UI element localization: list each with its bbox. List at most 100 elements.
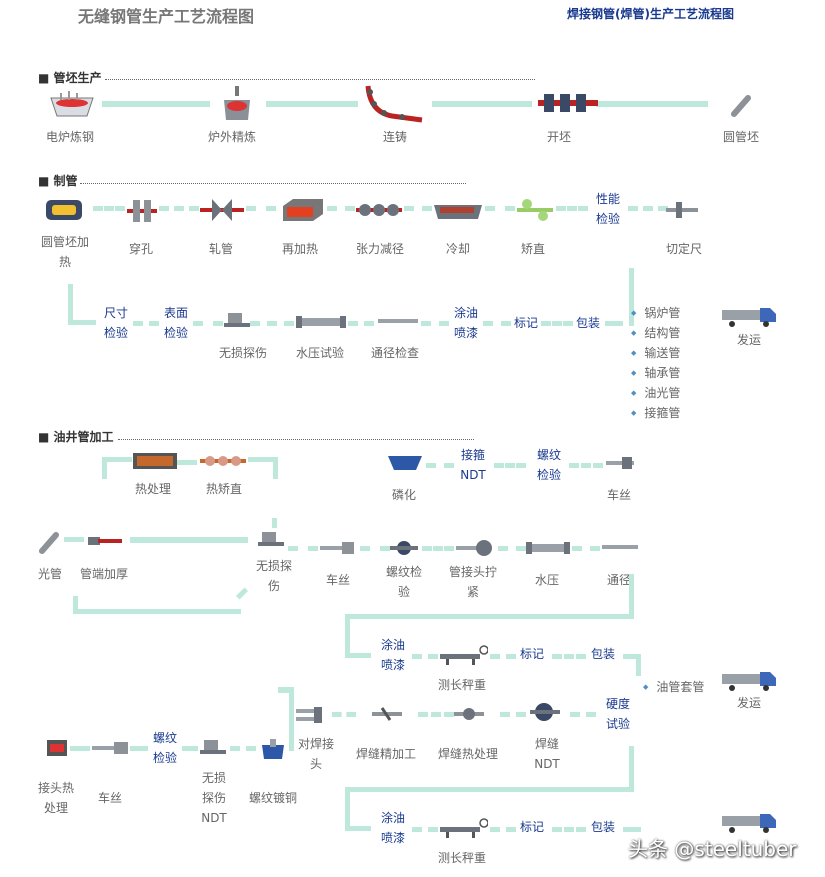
flow-pipe	[556, 206, 588, 211]
flow-pipe	[629, 746, 634, 792]
step-label: 再加热	[282, 242, 319, 256]
flow-pipe	[628, 206, 668, 211]
hydro-test-icon	[296, 316, 346, 328]
inspection-label: 螺纹检验	[152, 731, 177, 765]
flow-pipe	[422, 546, 454, 551]
flow-pipe	[490, 654, 516, 659]
inspection-label: 标记	[520, 820, 545, 834]
step-label: 管接头拧紧	[448, 565, 497, 599]
step-label: 无损探伤	[219, 346, 268, 360]
weld-ndt-icon	[530, 703, 560, 721]
flow-pipe	[421, 321, 449, 326]
plain-pipe-icon	[39, 532, 59, 554]
flow-pipe	[130, 746, 148, 751]
flow-pipe	[552, 827, 586, 832]
product-item: 油光管	[631, 383, 680, 403]
butt-welded-joint-icon	[296, 707, 322, 723]
section-billet-heading: ■ 管坯生产	[38, 71, 102, 85]
flow-pipe	[272, 518, 277, 528]
threading-icon	[92, 742, 128, 754]
section-oil-heading: ■ 油井管加工	[38, 430, 114, 444]
flow-pipe	[236, 587, 249, 600]
flow-pipe	[345, 826, 371, 831]
flow-pipe	[250, 321, 294, 326]
step-label: 焊缝NDT	[534, 737, 560, 771]
flow-pipe	[102, 101, 210, 107]
heat-treatment-icon	[133, 453, 177, 469]
welded-pipe-flow-link[interactable]: 焊接钢管(焊管)生产工艺流程图	[567, 7, 734, 21]
billet-heating-icon	[46, 200, 82, 220]
hydro-test-icon	[526, 542, 570, 554]
flow-pipe	[426, 463, 454, 468]
step-label: 焊缝精加工	[356, 747, 417, 761]
ship-label: 发运	[737, 333, 762, 347]
flow-pipe	[289, 693, 294, 751]
ship-label: 发运	[737, 696, 762, 710]
step-label: 磷化	[392, 488, 417, 502]
inspection-label: 表面检验	[163, 306, 188, 340]
hot-straightening-icon	[200, 456, 246, 466]
electric-furnace-icon	[50, 91, 94, 117]
flow-pipe	[345, 787, 350, 831]
length-weighing-icon	[440, 818, 488, 838]
flow-pipe	[485, 206, 515, 211]
flow-pipe	[345, 787, 634, 792]
inspection-label: 尺寸检验	[103, 306, 128, 340]
flow-pipe	[412, 654, 438, 659]
flow-pipe	[569, 463, 603, 468]
step-label: 热处理	[135, 482, 172, 496]
inspection-label: 螺纹检验	[536, 448, 561, 482]
straightening-icon	[517, 199, 553, 221]
inspection-label: 包装	[576, 316, 601, 330]
step-label: 无损探伤NDT	[201, 771, 227, 825]
section-oil-rule	[118, 439, 474, 440]
step-label: 对焊接头	[297, 737, 334, 771]
piercing-icon	[127, 200, 157, 222]
inspection-label: 接箍NDT	[460, 448, 486, 482]
step-label: 圆管坯加热	[40, 235, 89, 269]
flow-pipe	[230, 746, 256, 751]
step-label: 炉外精炼	[208, 130, 257, 144]
step-label: 矫直	[521, 242, 546, 256]
step-label: 管端加厚	[80, 567, 129, 581]
step-label: 切定尺	[666, 242, 703, 256]
reheating-icon	[283, 199, 323, 221]
flow-pipe	[130, 537, 248, 543]
step-label: 光管	[38, 567, 63, 581]
inspection-label: 标记	[514, 316, 539, 330]
inspection-label: 性能检验	[595, 192, 620, 226]
ndt-inspection-icon	[258, 532, 284, 546]
length-weighing-icon	[440, 645, 488, 665]
section-pipe-heading: ■ 制管	[38, 174, 78, 188]
step-label: 车丝	[326, 573, 351, 587]
continuous-casting-icon	[365, 85, 423, 123]
flow-pipe	[360, 546, 390, 551]
flow-pipe	[327, 206, 355, 211]
blooming-mill-icon	[538, 94, 598, 112]
product-item: 油管套管	[643, 677, 704, 697]
flow-pipe	[182, 746, 198, 751]
truck-icon	[722, 672, 776, 691]
ndt-inspection-icon	[224, 313, 250, 327]
phosphating-icon	[388, 456, 422, 470]
page-title: 无缝钢管生产工艺流程图	[78, 7, 255, 26]
step-label: 测长秤重	[438, 851, 487, 865]
step-label: 轧管	[209, 242, 234, 256]
flow-pipe	[266, 101, 358, 107]
flow-pipe	[177, 460, 197, 465]
stretch-reducing-icon	[356, 204, 402, 216]
product-item: 锅炉管	[631, 303, 680, 323]
flow-pipe	[70, 746, 90, 751]
step-label: 车丝	[98, 791, 123, 805]
step-label: 圆管坯	[723, 130, 760, 144]
flow-pipe	[629, 574, 634, 614]
flow-pipe	[73, 596, 78, 614]
truck-icon	[722, 814, 776, 833]
step-label: 水压	[535, 573, 560, 587]
flow-pipe	[193, 321, 223, 326]
flow-pipe	[288, 546, 318, 551]
step-label: 水压试验	[296, 346, 345, 360]
flow-pipe	[490, 827, 516, 832]
cooling-bed-icon	[434, 205, 482, 219]
